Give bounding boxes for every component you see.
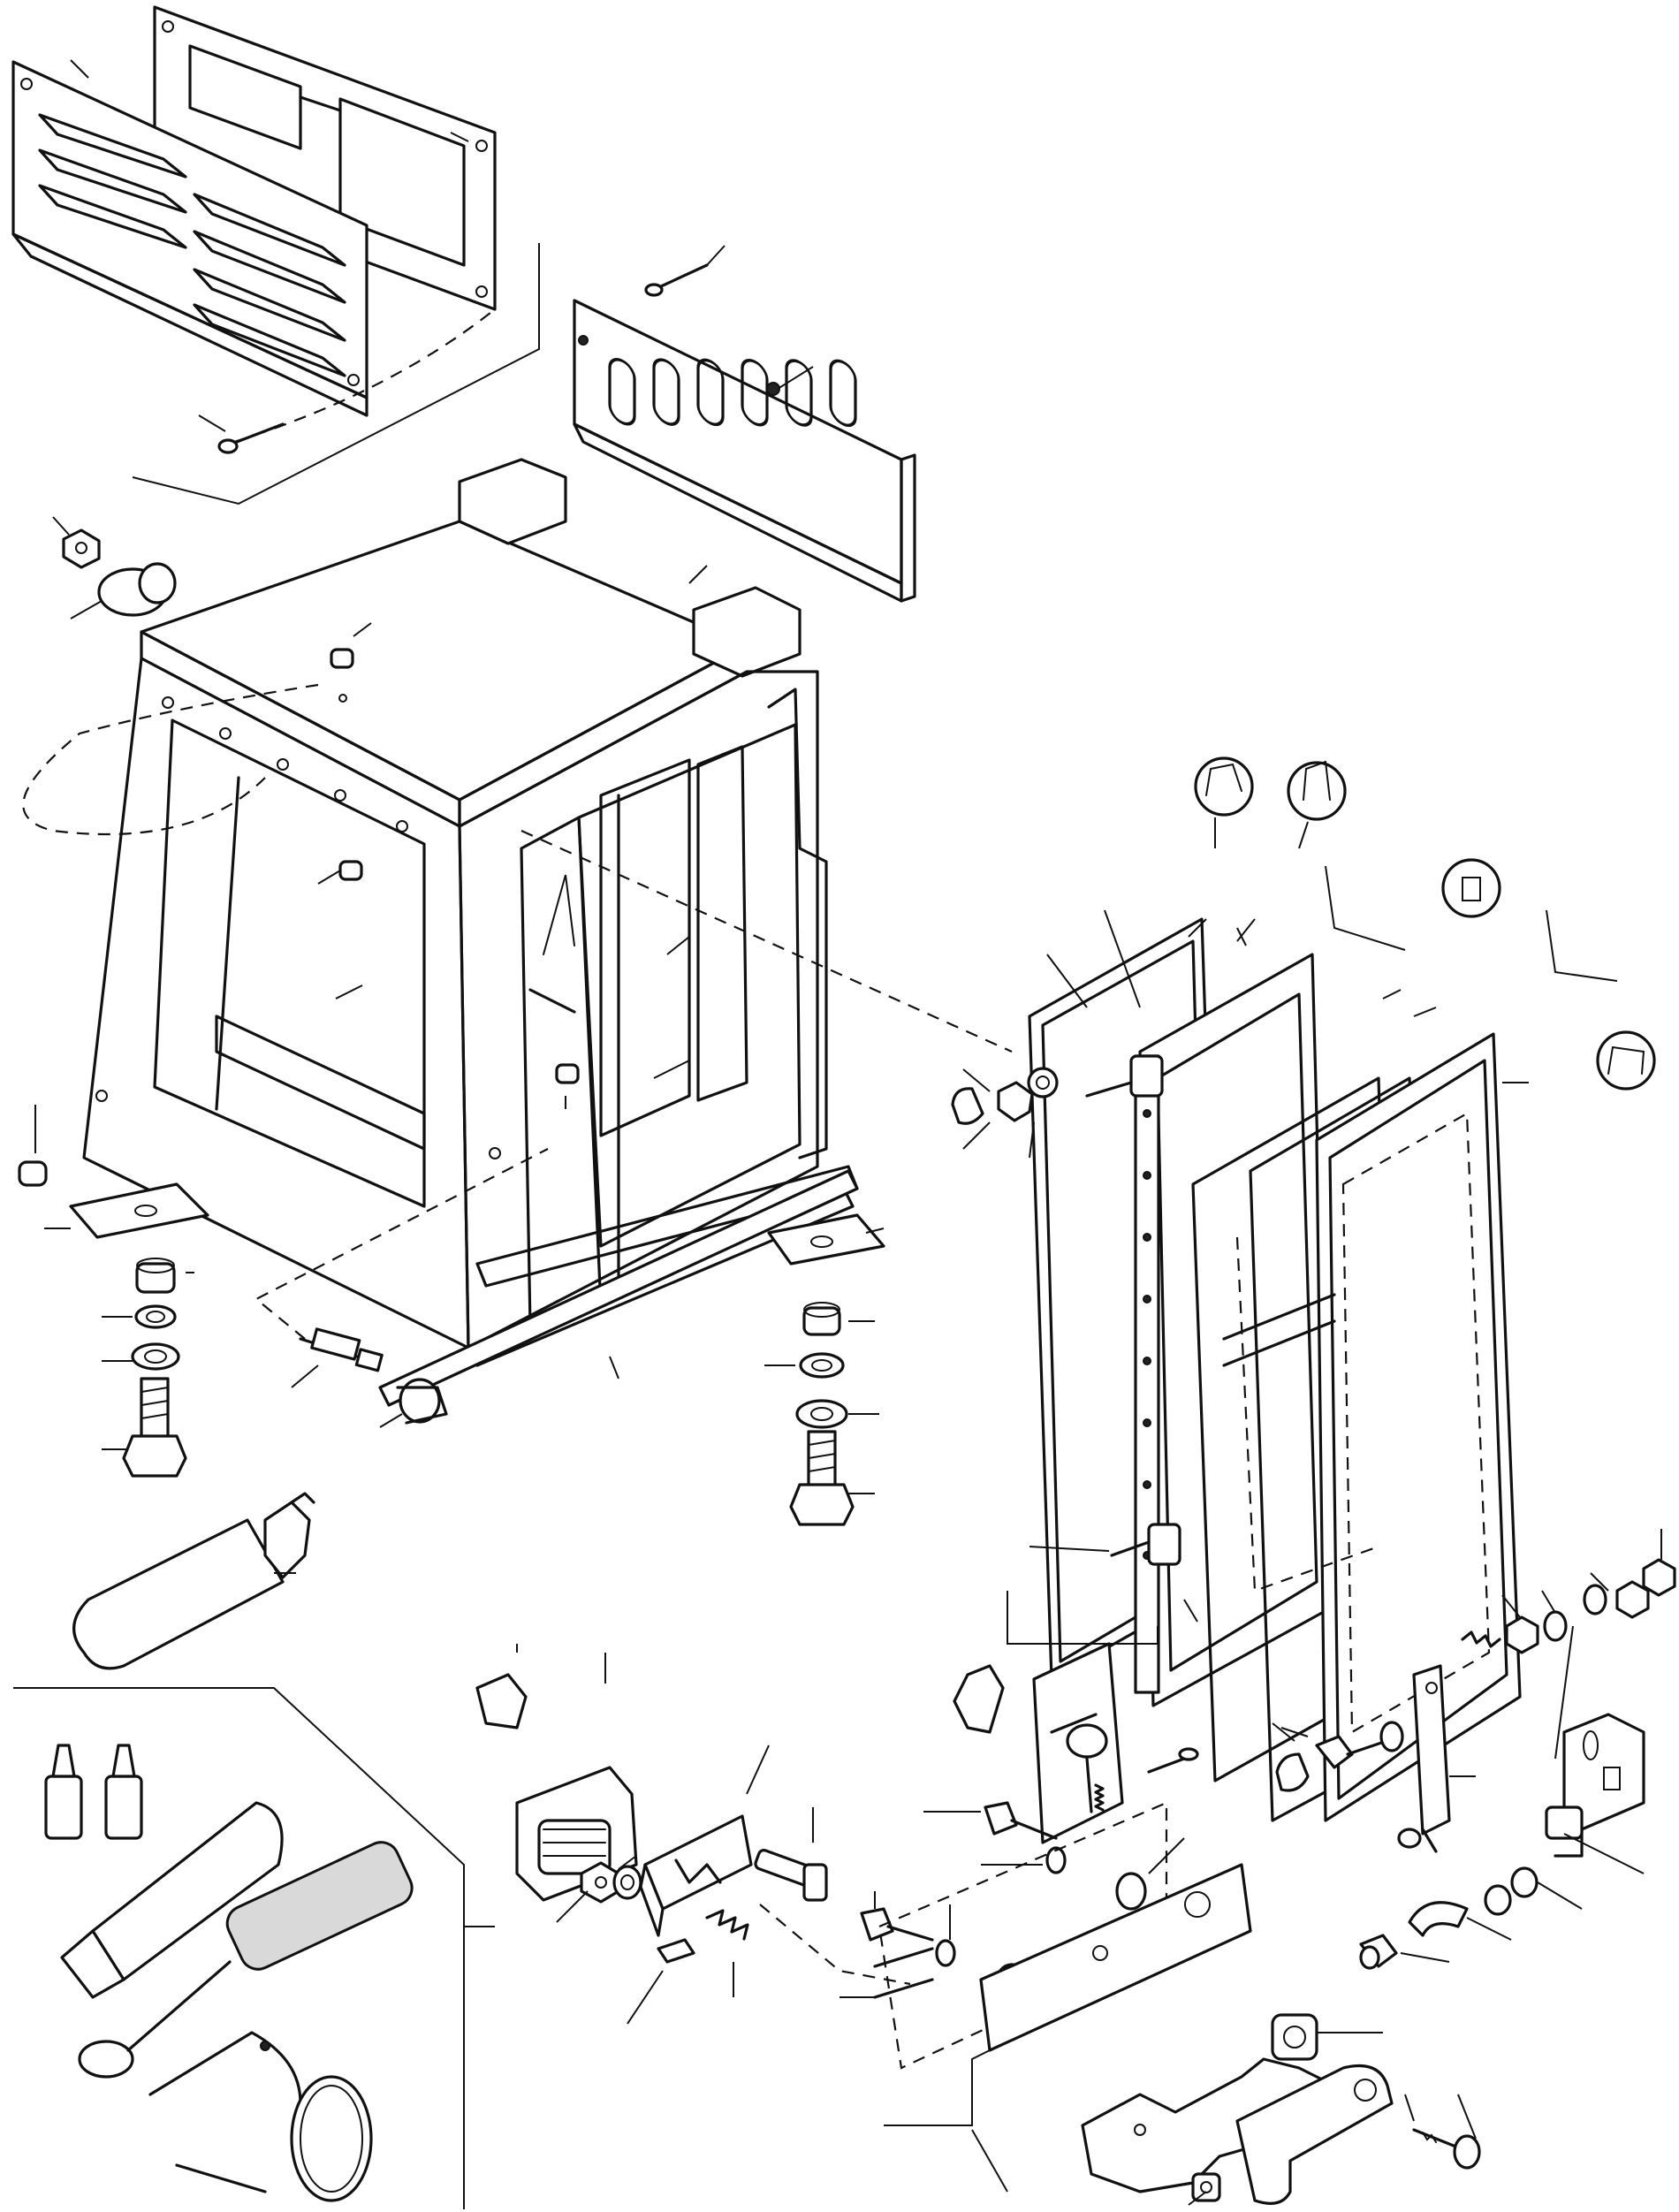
sealant-tube (60, 1801, 284, 1999)
striker-plate (884, 1863, 1252, 2193)
primer-bottle (44, 1744, 83, 1840)
bolt-icon (923, 1801, 1058, 1840)
key-icon (1404, 2094, 1481, 2170)
mount-stack-left (44, 1182, 209, 1478)
spacer (1115, 1837, 1185, 1911)
washer-icon (134, 1304, 177, 1329)
rubber-bushing (70, 562, 177, 620)
washer-icon (1188, 2172, 1221, 2206)
nut-icon (1027, 1067, 1059, 1098)
door-lock-assembly (475, 1529, 1676, 2206)
striker-plate-small (1545, 1805, 1645, 1874)
nut-icon (1642, 1529, 1676, 1597)
seal-profile-icon (1441, 858, 1501, 918)
washer-icon (799, 1352, 845, 1379)
bolt-icon (860, 1891, 934, 1942)
washer-icon (795, 1399, 848, 1429)
spacer (802, 1302, 841, 1336)
bolt-icon (122, 1377, 187, 1478)
nut-icon (1590, 1572, 1650, 1619)
frame-cap-plug (338, 860, 363, 881)
nut-icon (951, 1087, 984, 1125)
seal-profile-icon (1287, 760, 1347, 849)
washer-icon (1501, 1590, 1568, 1642)
latch-block (953, 1664, 1005, 1734)
brush-icon (78, 1841, 414, 2079)
louver-plate (11, 60, 368, 417)
hinge-icon (1085, 1054, 1164, 1098)
louver-slats (38, 113, 346, 377)
nut-icon (1505, 1615, 1539, 1654)
spacer (135, 1258, 176, 1294)
frame-cap-plug (330, 648, 354, 703)
glazing-kit (13, 1687, 495, 2209)
grille-gasket (153, 5, 497, 311)
plunger (754, 1807, 828, 1902)
clamp (1408, 1901, 1512, 1941)
door-pull-handle (1235, 2064, 1394, 2205)
washer-icon (981, 1846, 1067, 1874)
washer-icon (1583, 1584, 1607, 1615)
door-assembly (520, 756, 1656, 1822)
rear-vent-panel (573, 245, 916, 603)
washer-icon (1484, 1866, 1583, 1916)
nut-icon (997, 1081, 1034, 1122)
washer-icon (1271, 2013, 1383, 2061)
seal-profile-icon (1596, 1030, 1656, 1091)
spring (1461, 1630, 1501, 1648)
vent-slots (608, 358, 857, 428)
hinge-holes (1143, 1109, 1151, 1560)
stud-icon (840, 1947, 934, 1999)
seal-profile-icon (1194, 756, 1254, 848)
louver-screw (198, 414, 285, 454)
lock-body (639, 1745, 770, 1937)
nut-icon (1272, 1722, 1310, 1792)
lock-rod-assembly (1397, 1664, 1476, 1853)
spring (1094, 1783, 1105, 1812)
vent-screw (644, 245, 726, 297)
tube-icon (72, 1492, 315, 1670)
wire-tool (148, 2031, 373, 2202)
washer-icon (935, 1904, 956, 1967)
floor-seal-strip (378, 1169, 859, 1407)
washer-icon (612, 1865, 642, 1900)
bolt-icon (789, 1430, 855, 1526)
roof-nut (52, 516, 101, 569)
hinge-icon (1110, 1523, 1181, 1566)
door-handle-housing (475, 1644, 638, 1902)
louver-grille-assembly (11, 5, 540, 505)
frame-cap-plug (18, 1160, 48, 1187)
screw-icon (1147, 1747, 1199, 1774)
mount-stack-right (764, 1213, 885, 1526)
primer-bottle (104, 1744, 143, 1840)
frame-cap-plug (555, 1063, 580, 1084)
latch-pin (627, 1938, 695, 2025)
spring (705, 1909, 749, 1997)
washer-icon (131, 1342, 180, 1371)
stud-icon (1359, 1934, 1450, 1970)
grease-fitting (255, 1148, 549, 1428)
latch-plate (1032, 1642, 1124, 1844)
washer-icon (1379, 1721, 1404, 1752)
